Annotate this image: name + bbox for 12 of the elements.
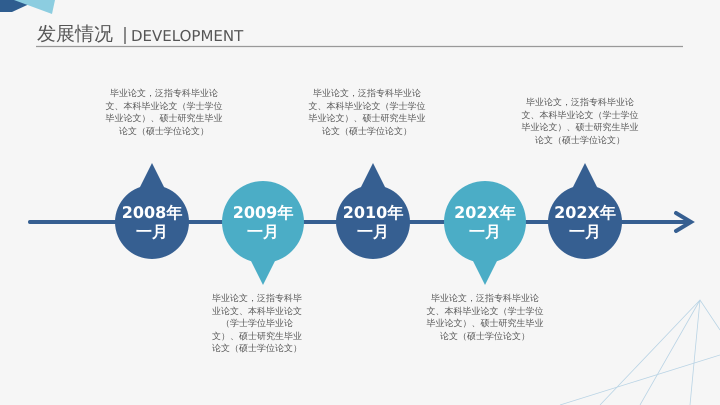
description-text: 毕业论文，泛指专科毕业论文、本科毕业论文（学士学位毕业论文）、硕士研究生毕业论文（硕士学位论文）: [105, 88, 223, 138]
description-text: 毕业论文，泛指专科毕业论文、本科毕业论文（学士学位毕业论文）、硕士研究生毕业论文（硕士学位论文）: [426, 293, 544, 343]
date-text: 202X年一月: [553, 203, 617, 241]
description-text: 毕业论文，泛指专科毕业论文、本科毕业论文（学士学位毕业论文）、硕士研究生毕业论文（硕士学位论文）: [308, 88, 426, 138]
date-text: 202X年一月: [453, 203, 517, 241]
date-text: 2008年一月: [120, 203, 184, 241]
subtitle: DEVELOPMENT: [131, 26, 244, 47]
title: 发展情况: [37, 22, 113, 47]
date-text: 2009年一月: [232, 203, 294, 241]
description-text: 毕业论文，泛指专科毕业论文、本科毕业论文（学士学位毕业论文）、硕士研究生毕业论文（硕士学位论文）: [520, 97, 640, 147]
date-text: 2010年一月: [342, 203, 404, 241]
description-text: 毕业论文，泛指专科毕业论文、本科毕业论文（学士学位毕业论文）、硕士研究生毕业论文（硕士学位论文）: [211, 293, 303, 356]
